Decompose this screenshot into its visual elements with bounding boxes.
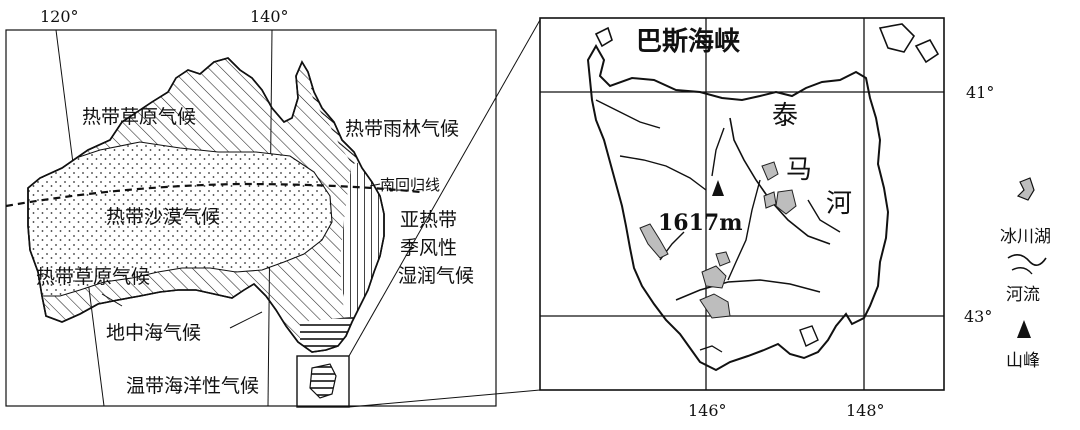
- river-hydro: [699, 345, 723, 353]
- river-west: [619, 155, 707, 191]
- label-humid-1: 亚热带: [400, 209, 457, 231]
- zoom-line-bottom: [348, 389, 541, 408]
- island-ne-small: [914, 38, 940, 64]
- tasmania-map: 巴斯海峡 泰 马 河 1617m 41° 43° 146° 148°: [539, 17, 994, 420]
- humid-subtropical-zone: [340, 160, 384, 318]
- label-savanna-west: 热带草原气候: [36, 266, 150, 288]
- legend-river-icon-2: [1011, 267, 1033, 275]
- label-humid-3: 湿润气候: [398, 265, 474, 287]
- glacial-lake-3: [775, 189, 797, 215]
- leader-tropic: [369, 183, 381, 187]
- leader-mediterranean: [229, 311, 263, 329]
- legend-river-icon: [1007, 254, 1047, 266]
- lon-label-140: 140°: [250, 7, 289, 26]
- label-river-char-2: 马: [786, 155, 812, 185]
- legend-lake-icon: [1016, 177, 1035, 201]
- label-bass-strait: 巴斯海峡: [636, 27, 741, 57]
- legend-lake-label: 冰川湖: [1000, 227, 1051, 247]
- lon-label-120: 120°: [40, 7, 79, 26]
- tasmania-coastline: [586, 43, 890, 372]
- australia-map: 120° 140°: [5, 7, 541, 408]
- label-desert: 热带沙漠气候: [106, 206, 220, 228]
- oceanic-zone: [300, 312, 384, 352]
- tasmania-map-frame: [539, 17, 945, 391]
- glacial-lake-6: [715, 251, 731, 267]
- mountain-peak-icon: [712, 180, 724, 196]
- leader-savanna-west: [101, 293, 123, 307]
- glacial-lake-7: [699, 293, 731, 319]
- lat-label-41: 41°: [966, 83, 994, 102]
- river-central: [711, 127, 725, 177]
- river-south: [675, 279, 821, 301]
- glacial-lake-1: [761, 161, 779, 181]
- river-derwent: [727, 179, 761, 281]
- glacial-lake-5: [701, 265, 727, 289]
- label-peak-elevation: 1617m: [658, 210, 743, 236]
- tasmania-small: [309, 363, 337, 399]
- label-humid-2: 季风性: [400, 237, 457, 259]
- zoom-line-top: [348, 19, 541, 357]
- label-oceanic: 温带海洋性气候: [126, 375, 259, 397]
- lon-label-146: 146°: [688, 401, 727, 420]
- legend-peak-label: 山峰: [1006, 351, 1040, 371]
- label-river-char-1: 泰: [772, 101, 798, 131]
- river-nw: [595, 99, 661, 129]
- legend: 冰川湖 河流 山峰: [1000, 177, 1051, 371]
- australia-map-frame: [5, 29, 497, 407]
- river-east: [807, 199, 841, 233]
- label-rainforest: 热带雨林气候: [345, 118, 459, 140]
- island-ne: [878, 23, 916, 53]
- island-se: [799, 325, 819, 347]
- glacial-lake-4: [639, 223, 669, 259]
- legend-river-label: 河流: [1006, 285, 1040, 305]
- lon-label-148: 148°: [846, 401, 885, 420]
- island-nw: [594, 26, 613, 48]
- legend-peak-icon: [1017, 320, 1031, 338]
- tasmania-focus-box: [296, 355, 350, 408]
- river-tamar: [729, 117, 831, 245]
- desert-zone: [28, 141, 333, 297]
- label-mediterranean: 地中海气候: [106, 322, 201, 344]
- label-tropic: 南回归线: [380, 176, 440, 194]
- label-river-char-3: 河: [826, 189, 852, 219]
- label-savanna-north: 热带草原气候: [82, 106, 196, 128]
- australia-coastline: [27, 57, 385, 353]
- lat-label-43: 43°: [964, 307, 992, 326]
